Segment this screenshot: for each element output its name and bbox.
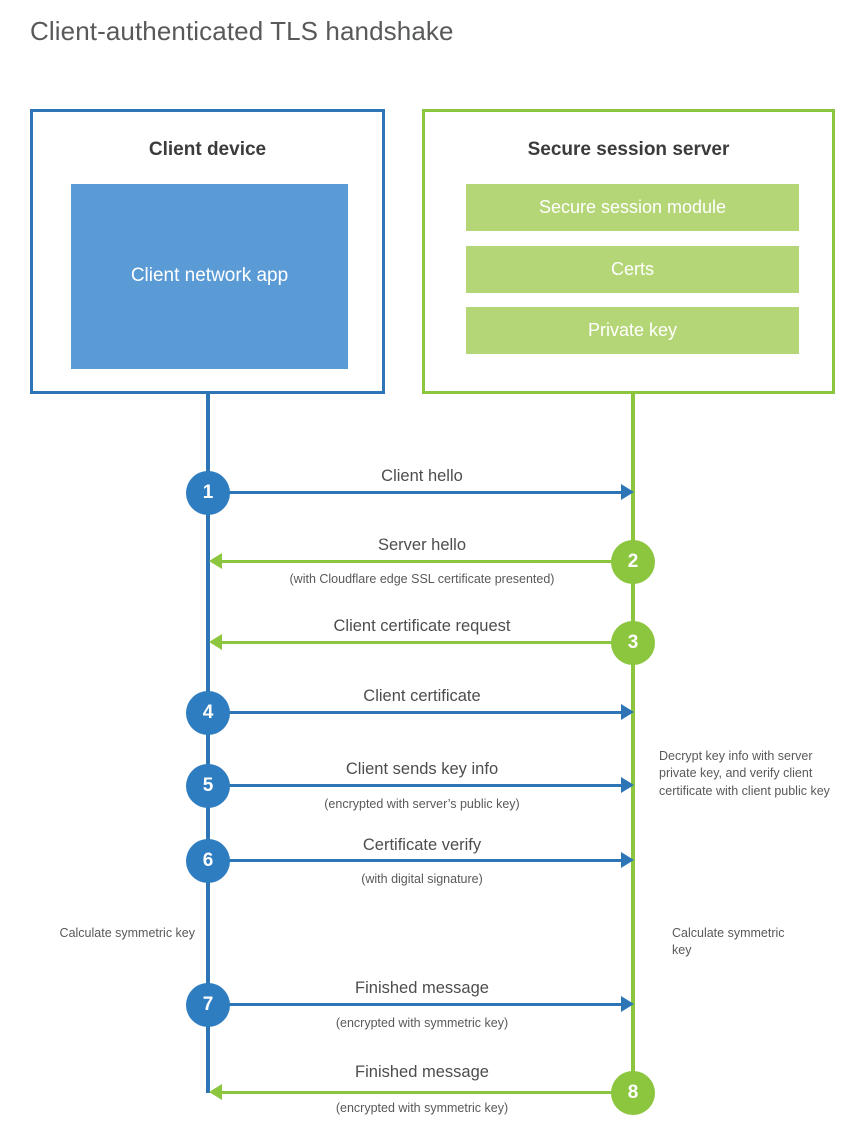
step-8-arrow-line xyxy=(222,1091,634,1094)
step-1-arrow-line xyxy=(208,491,622,494)
step-7-arrow-head xyxy=(621,996,634,1012)
step-8-label: Finished message xyxy=(355,1063,489,1081)
step-2-sublabel: (with Cloudflare edge SSL certificate pr… xyxy=(289,572,555,586)
client-calculate-note: Calculate symmetric key xyxy=(59,926,195,940)
server-component-certs: Certs xyxy=(466,246,799,293)
step-5-circle[interactable]: 5 xyxy=(186,764,230,808)
step-7-circle[interactable]: 7 xyxy=(186,983,230,1027)
step-8-circle[interactable]: 8 xyxy=(611,1071,655,1115)
step-3-arrow-line xyxy=(222,641,634,644)
step-1-label: Client hello xyxy=(381,467,463,485)
client-device-box: Client device Client network app xyxy=(30,109,385,394)
client-network-app-block: Client network app xyxy=(71,184,348,369)
step-5-label: Client sends key info xyxy=(345,760,499,778)
step-8-sublabel: (encrypted with symmetric key) xyxy=(335,1101,509,1115)
step-4-arrow-head xyxy=(621,704,634,720)
step-1-circle[interactable]: 1 xyxy=(186,471,230,515)
step-3-label: Client certificate request xyxy=(333,617,511,635)
step-6-circle[interactable]: 6 xyxy=(186,839,230,883)
step-6-arrow-head xyxy=(621,852,634,868)
step-7-sublabel: (encrypted with symmetric key) xyxy=(335,1016,509,1030)
step-8-arrow-head xyxy=(209,1084,222,1100)
step-2-arrow-line xyxy=(222,560,634,563)
client-lifeline xyxy=(206,393,210,1093)
step-2-label: Server hello xyxy=(377,536,467,554)
step-2-circle[interactable]: 2 xyxy=(611,540,655,584)
secure-session-server-title: Secure session server xyxy=(527,139,730,160)
server-calculate-note: Calculate symmetric key xyxy=(672,926,785,958)
secure-session-server-box: Secure session server Secure session mod… xyxy=(422,109,835,394)
step-5-arrow-head xyxy=(621,777,634,793)
step-4-circle[interactable]: 4 xyxy=(186,691,230,735)
server-lifeline xyxy=(631,393,635,1093)
step-5-arrow-line xyxy=(208,784,622,787)
server-component-secure-session-module: Secure session module xyxy=(466,184,799,231)
step-2-arrow-head xyxy=(209,553,222,569)
step-1-arrow-head xyxy=(621,484,634,500)
server-component-private-key: Private key xyxy=(466,307,799,354)
step-6-sublabel: (with digital signature) xyxy=(361,872,483,886)
server-decrypt-note: Decrypt key info with server private key… xyxy=(659,749,830,798)
step-4-label: Client certificate xyxy=(363,687,481,705)
page-title: Client-authenticated TLS handshake xyxy=(30,16,454,46)
step-6-arrow-line xyxy=(208,859,622,862)
step-5-sublabel: (encrypted with server’s public key) xyxy=(324,797,520,811)
step-7-label: Finished message xyxy=(355,979,489,997)
step-6-label: Certificate verify xyxy=(362,836,482,854)
step-7-arrow-line xyxy=(208,1003,622,1006)
step-3-circle[interactable]: 3 xyxy=(611,621,655,665)
client-device-title: Client device xyxy=(148,139,267,160)
step-3-arrow-head xyxy=(209,634,222,650)
step-4-arrow-line xyxy=(208,711,622,714)
